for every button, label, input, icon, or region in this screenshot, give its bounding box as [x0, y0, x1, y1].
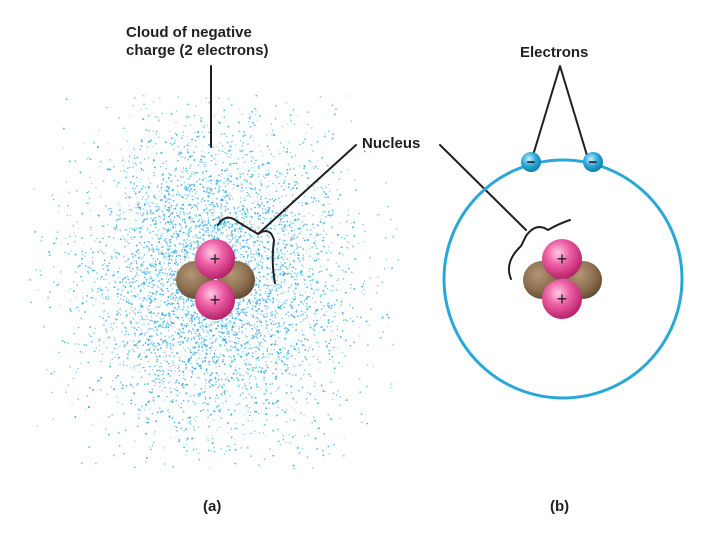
nucleus-leader-a: [258, 145, 356, 234]
electrons-label: Electrons: [520, 44, 588, 62]
electron-orbit: [444, 160, 682, 398]
proton-b-bottom-sign: +: [557, 289, 568, 309]
proton-b-top-sign: +: [557, 249, 568, 269]
cloud-label-line1: Cloud of negative: [126, 24, 252, 42]
proton-a-top-sign: +: [210, 249, 221, 269]
caption-b: (b): [550, 498, 569, 516]
proton-a-bottom-sign: +: [210, 290, 221, 310]
electrons-b: − −: [521, 152, 603, 172]
electron-right-sign: −: [589, 154, 598, 171]
electrons-leader-lines: [531, 66, 589, 162]
cloud-label-line2: charge (2 electrons): [126, 42, 269, 60]
nucleus-label: Nucleus: [362, 135, 420, 153]
nucleus-leader-b: [440, 145, 526, 230]
caption-a: (a): [203, 498, 221, 516]
electron-left-sign: −: [527, 154, 536, 171]
nucleus-b: + +: [523, 239, 602, 319]
